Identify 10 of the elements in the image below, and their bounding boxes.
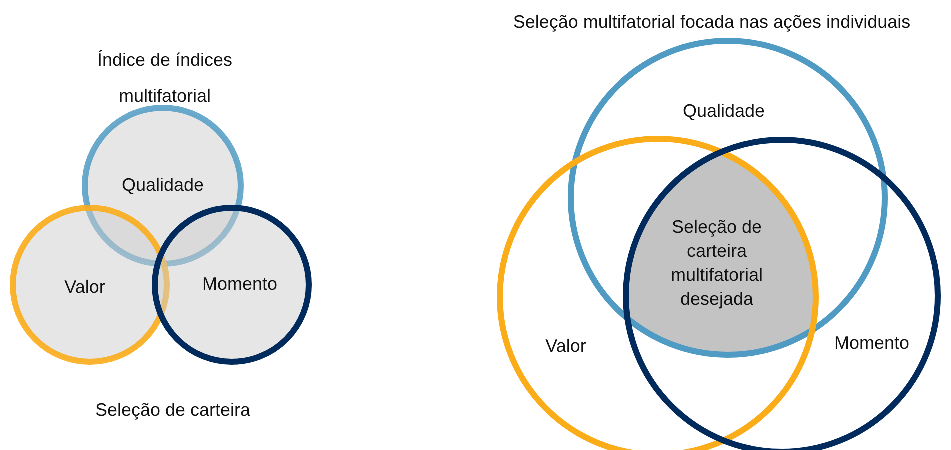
heading-text: Índice de índices multifatorial [96, 49, 234, 108]
circle-label: Momento [201, 273, 279, 296]
circle-label: Seleção de carteira multifatorial desejada [670, 216, 764, 311]
circle-label: Valor [64, 276, 106, 299]
circle-label: Qualidade [682, 100, 766, 123]
circle-label: Valor [544, 335, 588, 358]
caption-text: Seleção de carteira [94, 399, 252, 422]
circle-label: Qualidade [120, 174, 206, 197]
heading-text: Seleção multifatorial focada nas ações individuais [512, 11, 912, 34]
circle-label: Momento [833, 332, 911, 355]
